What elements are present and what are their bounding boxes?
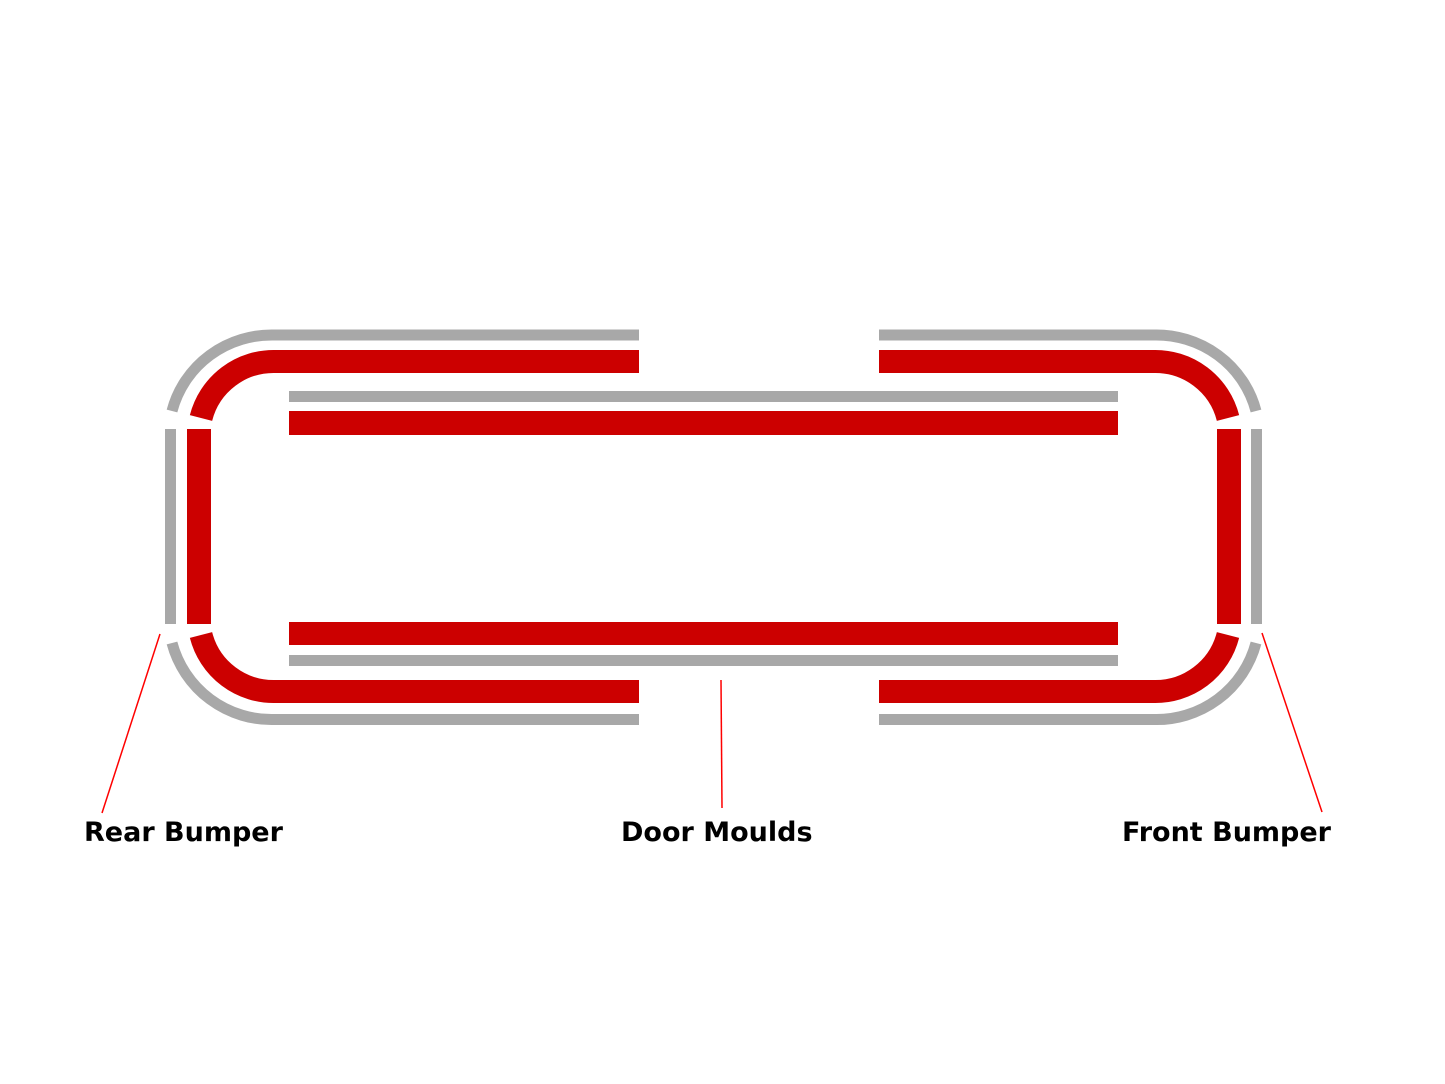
door-moulds-leader-line: [720, 679, 723, 809]
door-top-red-trim: [289, 411, 1118, 435]
rear-bottom-red-trim: [189, 631, 639, 704]
front-bottom-red-trim: [879, 631, 1240, 704]
front-top-gray-guide: [879, 329, 1262, 413]
front-bumper-label: Front Bumper: [1122, 817, 1331, 848]
front-bottom-gray-guide: [879, 641, 1262, 726]
door-bottom-red-trim: [289, 622, 1118, 645]
rear-bumper-group: [165, 329, 639, 726]
door-top-gray-guide: [289, 391, 1118, 402]
front-right-gray-guide: [1251, 429, 1262, 624]
rear-bottom-gray-guide: [166, 641, 639, 726]
front-bumper-group: [879, 329, 1262, 726]
front-bumper-leader-line: [1261, 632, 1323, 813]
door-moulds-group: [289, 391, 1118, 666]
rear-bumper-label: Rear Bumper: [84, 817, 283, 848]
rear-left-red-trim: [187, 429, 211, 624]
rear-bumper-leader-line: [101, 633, 161, 814]
front-top-red-trim: [879, 349, 1240, 422]
rear-left-gray-guide: [165, 429, 176, 624]
rear-top-red-trim: [189, 349, 639, 422]
front-right-red-trim: [1217, 429, 1241, 624]
door-moulds-label: Door Moulds: [621, 817, 813, 848]
rear-top-gray-guide: [166, 329, 639, 413]
door-bottom-gray-guide: [289, 655, 1118, 666]
